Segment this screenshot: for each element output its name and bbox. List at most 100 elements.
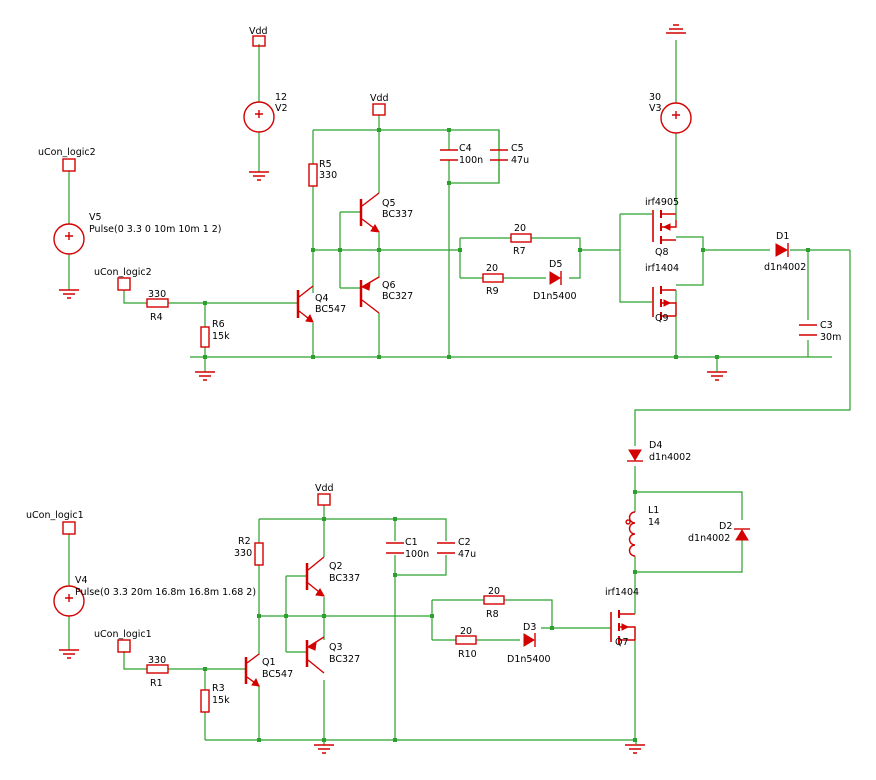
- resistor-r5: [308, 163, 318, 187]
- transistor-q3: [305, 636, 325, 674]
- label-r5-value: 330: [319, 170, 337, 181]
- label-ucon2-net: uCon_logic2: [38, 147, 96, 158]
- label-r10-name: R10: [458, 649, 477, 660]
- label-d2-type: d1n4002: [688, 533, 730, 544]
- transistor-q6: [359, 276, 380, 314]
- resistor-r2: [254, 542, 264, 566]
- label-q6-name: Q6: [382, 280, 396, 291]
- label-vdd-v2: Vdd: [249, 26, 268, 37]
- label-q3-type: BC327: [329, 654, 360, 665]
- label-r5-name: R5: [319, 159, 332, 170]
- source-v4: [53, 585, 85, 617]
- labels: Vdd 12 V2 Vdd 30 V3 uCon_logic2 V5 Pulse…: [26, 26, 841, 706]
- resistor-r1: [146, 664, 169, 674]
- label-v5-name: V5: [89, 212, 102, 223]
- label-q9-type: irf1404: [645, 263, 679, 274]
- mosfet-q9: [652, 286, 677, 320]
- label-q6-type: BC327: [382, 291, 413, 302]
- diode-d5: [549, 271, 562, 285]
- label-ucon1-in: uCon_logic1: [94, 629, 152, 640]
- label-r8-name: R8: [486, 609, 499, 620]
- capacitor-c2: [437, 542, 455, 554]
- label-d3-name: D3: [523, 622, 536, 633]
- transistor-q4: [296, 285, 314, 323]
- transistor-q5: [359, 192, 380, 233]
- label-v4-value: Pulse(0 3.3 20m 16.8m 16.8m 1.68 2): [75, 587, 256, 598]
- source-v5: [53, 223, 85, 255]
- diode-d1: [775, 243, 789, 257]
- label-d1-type: d1n4002: [764, 262, 806, 273]
- label-v3-name: V3: [649, 103, 662, 114]
- resistor-r9: [482, 273, 504, 283]
- ucon-logic2-port-in: [117, 277, 131, 291]
- label-q1-type: BC547: [262, 669, 293, 680]
- label-q7-type: irf1404: [605, 587, 639, 598]
- ucon-logic1-port-in: [117, 639, 131, 653]
- label-q3-name: Q3: [329, 642, 343, 653]
- label-r7-value: 20: [514, 223, 526, 234]
- label-r3-value: 15k: [212, 695, 230, 706]
- label-q4-name: Q4: [315, 293, 329, 304]
- junctions: [203, 128, 810, 742]
- label-vdd-stage1: Vdd: [370, 93, 389, 104]
- label-r1-name: R1: [150, 678, 163, 689]
- label-r3-name: R3: [212, 683, 225, 694]
- label-r2-value: 330: [234, 548, 252, 559]
- mosfet-q7: [610, 610, 636, 644]
- ucon-logic2-port-net: [62, 158, 76, 172]
- label-vdd-stage2: Vdd: [315, 483, 334, 494]
- label-v2-name: V2: [275, 103, 288, 114]
- label-r9-value: 20: [486, 263, 498, 274]
- label-v4-name: V4: [75, 575, 88, 586]
- vdd-port-stage2: [317, 493, 331, 506]
- capacitor-c4: [440, 149, 458, 161]
- label-d4-name: D4: [649, 440, 662, 451]
- label-q1-name: Q1: [262, 657, 276, 668]
- resistor-r4: [146, 298, 169, 308]
- label-l1-name: L1: [648, 505, 659, 516]
- label-d1-name: D1: [776, 231, 789, 242]
- label-r7-name: R7: [513, 246, 526, 257]
- transistor-q1: [244, 653, 260, 687]
- label-ucon1-net: uCon_logic1: [26, 510, 84, 521]
- inductor-l1-dot: [625, 519, 631, 525]
- label-v2-value: 12: [275, 92, 287, 103]
- label-q2-type: BC337: [329, 573, 360, 584]
- label-r1-value: 330: [148, 655, 166, 666]
- source-v2: [243, 101, 275, 133]
- label-c3-value: 30m: [820, 332, 841, 343]
- transistor-q2: [305, 556, 325, 597]
- label-c5-value: 47u: [511, 155, 529, 166]
- label-q8-type: irf4905: [645, 197, 679, 208]
- label-d5-type: D1n5400: [533, 291, 577, 302]
- label-c5-name: C5: [511, 143, 524, 154]
- source-v3: [660, 102, 692, 134]
- capacitor-c3: [799, 324, 817, 336]
- resistor-r8: [483, 595, 505, 605]
- diode-d2: [734, 528, 750, 541]
- diode-d3: [523, 633, 536, 647]
- resistor-r10: [455, 635, 477, 645]
- label-c1-value: 100n: [405, 549, 429, 560]
- label-l1-value: 14: [648, 517, 660, 528]
- label-q8-name: Q8: [655, 247, 669, 258]
- capacitor-c5: [490, 149, 508, 161]
- label-ucon2-in: uCon_logic2: [94, 267, 152, 278]
- label-r10-value: 20: [460, 626, 472, 637]
- ucon-logic1-port-net: [62, 521, 76, 535]
- resistor-r6: [200, 326, 210, 348]
- label-r8-value: 20: [488, 586, 500, 597]
- label-q2-name: Q2: [329, 561, 343, 572]
- label-q4-type: BC547: [315, 304, 346, 315]
- label-c2-value: 47u: [458, 549, 476, 560]
- label-r6-name: R6: [212, 319, 225, 330]
- label-r4-value: 330: [148, 289, 166, 300]
- label-q5-name: Q5: [382, 198, 396, 209]
- label-q5-type: BC337: [382, 209, 413, 220]
- label-r6-value: 15k: [212, 331, 230, 342]
- resistor-r7: [510, 233, 532, 243]
- label-v5-value: Pulse(0 3.3 0 10m 10m 1 2): [89, 224, 222, 235]
- label-c3-name: C3: [820, 320, 833, 331]
- label-c1-name: C1: [405, 537, 418, 548]
